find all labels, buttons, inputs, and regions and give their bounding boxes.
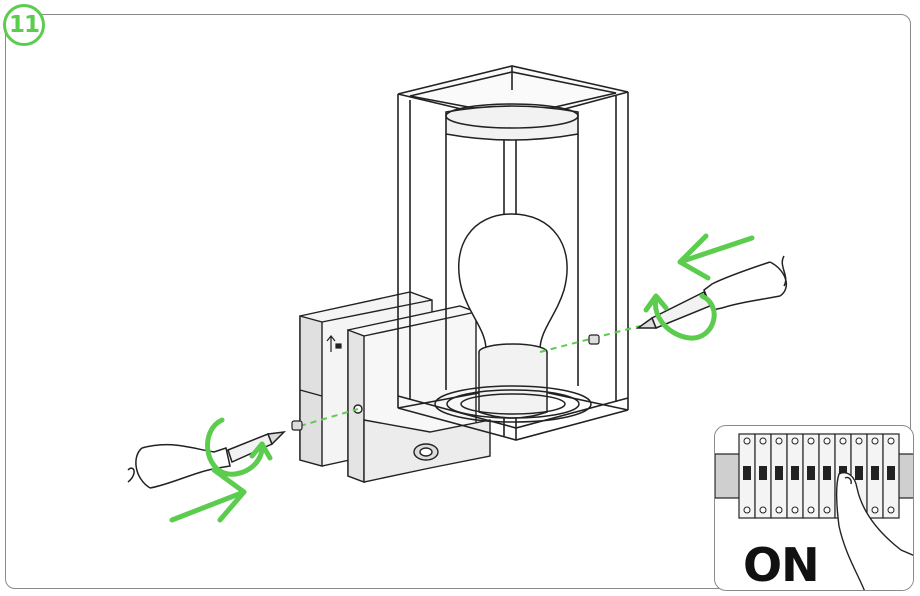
bulb-socket: [434, 343, 592, 423]
right-screw: [588, 334, 600, 345]
step-number-badge: 11: [3, 4, 45, 46]
right-screwdriver: [635, 255, 788, 329]
lamp-bracket: [347, 305, 491, 484]
left-push-arrow-icon: [169, 467, 247, 523]
right-rotate-arrow-icon: [643, 293, 717, 341]
left-rotate-arrow-icon: [205, 417, 273, 477]
circuit-breaker-panel: [715, 433, 913, 590]
breaker-inset: ON: [714, 425, 914, 591]
mounting-arrow-icon: [326, 335, 342, 352]
right-push-arrow-icon: [677, 233, 755, 281]
finger-hand-icon: [836, 472, 913, 590]
on-label: ON: [743, 538, 820, 591]
step-number: 11: [8, 12, 40, 38]
left-screw: [291, 420, 303, 431]
